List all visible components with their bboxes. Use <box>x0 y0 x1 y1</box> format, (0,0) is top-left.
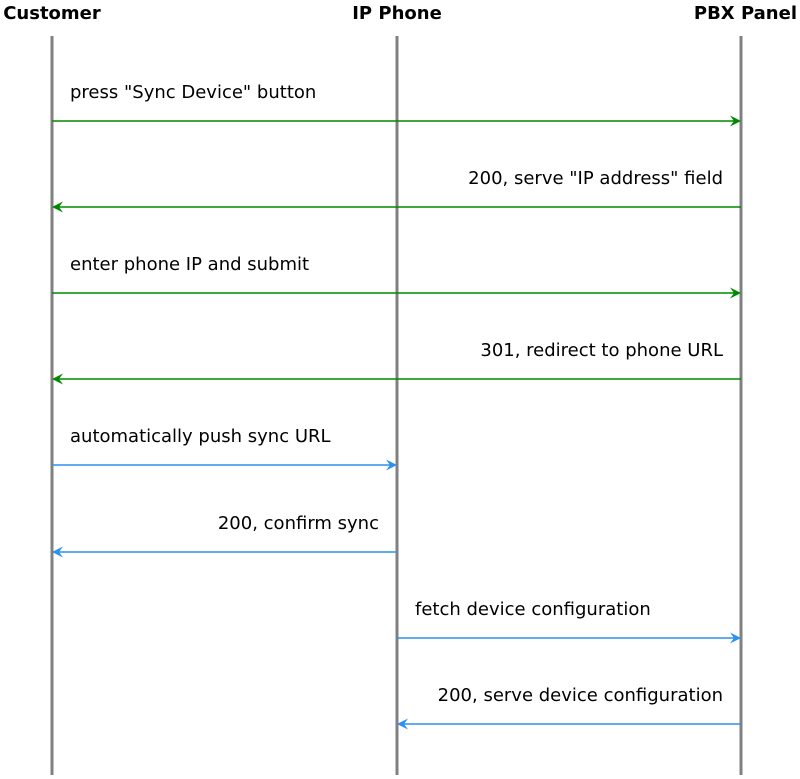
message-5: automatically push sync URL <box>52 426 397 471</box>
actor-labels: Customer IP Phone PBX Panel <box>3 3 797 24</box>
message-7: fetch device configuration <box>397 599 741 644</box>
messages: press "Sync Device" button 200, serve "IP… <box>52 82 741 730</box>
message-arrowhead <box>52 373 63 385</box>
message-arrowhead <box>397 718 408 730</box>
message-label: fetch device configuration <box>415 599 651 620</box>
message-6: 200, confirm sync <box>52 513 397 558</box>
actor-label-customer: Customer <box>3 3 101 24</box>
message-arrowhead <box>52 546 63 558</box>
message-arrowhead <box>52 201 63 213</box>
message-label: automatically push sync URL <box>70 426 331 447</box>
message-label: 301, redirect to phone URL <box>480 340 723 361</box>
message-label: enter phone IP and submit <box>70 254 309 275</box>
actor-label-pbx: PBX Panel <box>694 3 797 24</box>
message-4: 301, redirect to phone URL <box>52 340 741 385</box>
message-label: 200, serve device configuration <box>438 685 723 706</box>
message-3: enter phone IP and submit <box>52 254 741 299</box>
message-8: 200, serve device configuration <box>397 685 741 730</box>
message-1: press "Sync Device" button <box>52 82 741 127</box>
message-2: 200, serve "IP address" field <box>52 168 741 213</box>
message-arrowhead <box>730 632 741 644</box>
message-arrowhead <box>730 115 741 127</box>
lifelines <box>50 36 743 775</box>
message-arrowhead <box>730 287 741 299</box>
message-label: 200, confirm sync <box>218 513 379 534</box>
message-label: 200, serve "IP address" field <box>468 168 723 189</box>
message-arrowhead <box>386 459 397 471</box>
actor-label-phone: IP Phone <box>352 3 442 24</box>
message-label: press "Sync Device" button <box>70 82 316 103</box>
